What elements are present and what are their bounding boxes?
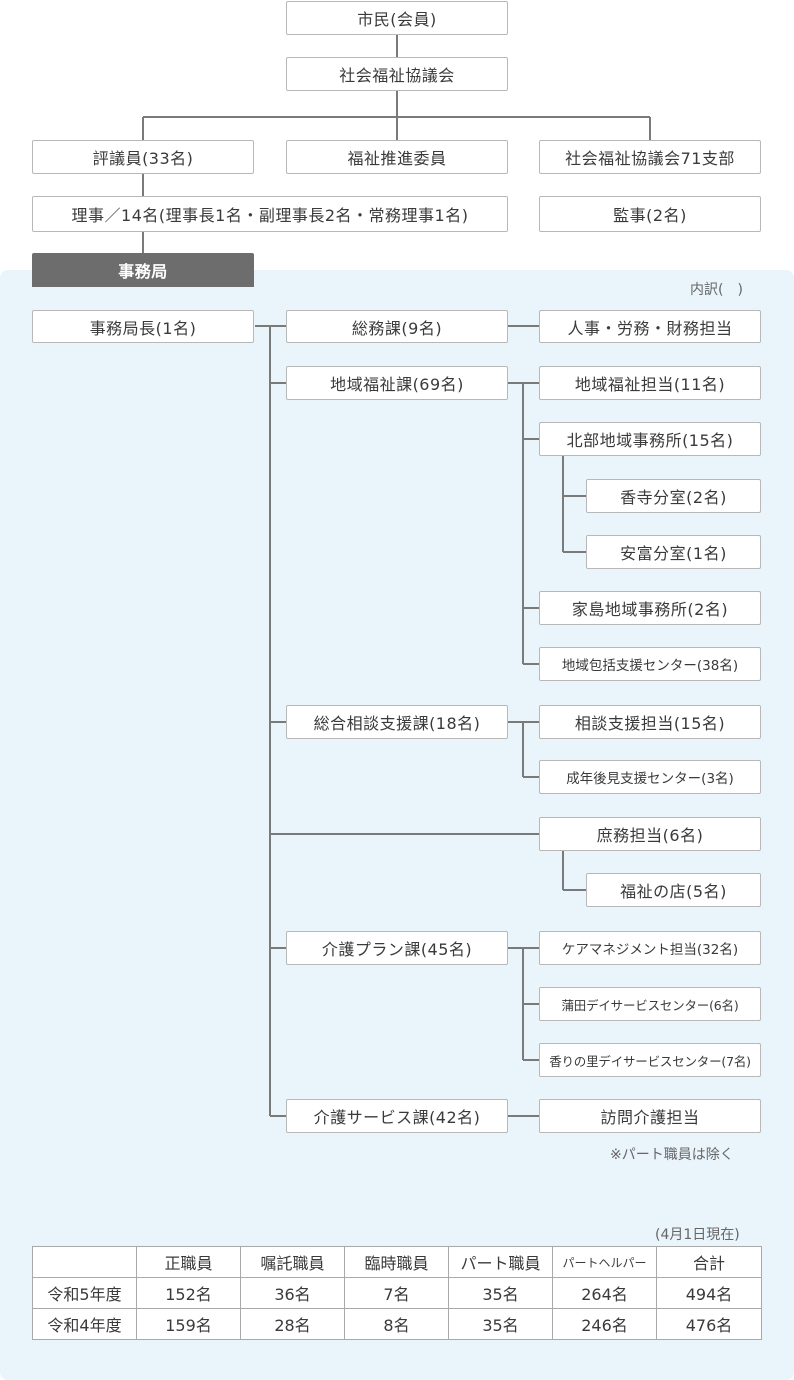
koudera-office-box: 香寺分室(2名) [586,479,761,513]
consultation-staff-box: 相談支援担当(15名) [539,705,761,739]
table-cell: 8名 [344,1308,449,1340]
care-service-box: 介護サービス課(42名) [286,1099,508,1133]
table-header-cell: 合計 [656,1246,762,1278]
table-row: 令和4年度 159名 28名 8名 35名 246名 476名 [32,1308,762,1340]
table-cell: 35名 [448,1277,553,1309]
directors-box: 理事／14名(理事長1名・副理事長2名・常務理事1名) [32,196,508,232]
table-cell: 494名 [656,1277,762,1309]
auditors-box: 監事(2名) [539,196,761,232]
table-header-cell: パートヘルパー [552,1246,657,1278]
promoters-box: 福祉推進委員 [286,140,508,174]
yasutomi-office-box: 安富分室(1名) [586,535,761,569]
councilors-box: 評議員(33名) [32,140,254,174]
guardianship-center-box: 成年後見支援センター(3名) [539,760,761,794]
north-office-box: 北部地域事務所(15名) [539,422,761,456]
comprehensive-center-box: 地域包括支援センター(38名) [539,647,761,681]
table-cell: 264名 [552,1277,657,1309]
table-header-cell: パート職員 [448,1246,553,1278]
branches-box: 社会福祉協議会71支部 [539,140,761,174]
breakdown-note: 内訳( ) [690,282,743,298]
consultation-box: 総合相談支援課(18名) [286,705,508,739]
council-box: 社会福祉協議会 [286,57,508,91]
table-cell: 令和4年度 [32,1308,137,1340]
table-header-row: 正職員 嘱託職員 臨時職員 パート職員 パートヘルパー 合計 [32,1246,762,1278]
kaorinosato-day-box: 香りの里デイサービスセンター(7名) [539,1043,761,1077]
community-welfare-box: 地域福祉課(69名) [286,366,508,400]
table-cell: 7名 [344,1277,449,1309]
table-row: 令和5年度 152名 36名 7名 35名 264名 494名 [32,1277,762,1309]
staff-table: 正職員 嘱託職員 臨時職員 パート職員 パートヘルパー 合計 令和5年度 152… [32,1246,762,1340]
table-cell: 35名 [448,1308,553,1340]
part-note: ※パート職員は除く [610,1147,734,1163]
citizens-box: 市民(会員) [286,1,508,35]
table-header-cell: 嘱託職員 [240,1246,345,1278]
table-cell: 28名 [240,1308,345,1340]
welfare-shop-box: 福祉の店(5名) [586,873,761,907]
table-cell: 36名 [240,1277,345,1309]
kamada-day-box: 蒲田デイサービスセンター(6名) [539,987,761,1021]
table-cell: 246名 [552,1308,657,1340]
table-header-cell: 臨時職員 [344,1246,449,1278]
personnel-box: 人事・労務・財務担当 [539,310,761,343]
home-care-box: 訪問介護担当 [539,1099,761,1133]
admin-affairs-box: 庶務担当(6名) [539,817,761,851]
table-cell: 159名 [136,1308,241,1340]
secretariat-header: 事務局 [32,253,254,287]
care-plan-box: 介護プラン課(45名) [286,931,508,965]
general-affairs-box: 総務課(9名) [286,310,508,343]
community-welfare-staff-box: 地域福祉担当(11名) [539,366,761,400]
table-header-cell [32,1246,137,1278]
care-management-box: ケアマネジメント担当(32名) [539,931,761,965]
date-note: (4月1日現在) [655,1227,740,1243]
secretariat-head-box: 事務局長(1名) [32,310,254,343]
table-cell: 476名 [656,1308,762,1340]
ieshima-office-box: 家島地域事務所(2名) [539,591,761,625]
table-header-cell: 正職員 [136,1246,241,1278]
table-cell: 152名 [136,1277,241,1309]
table-cell: 令和5年度 [32,1277,137,1309]
